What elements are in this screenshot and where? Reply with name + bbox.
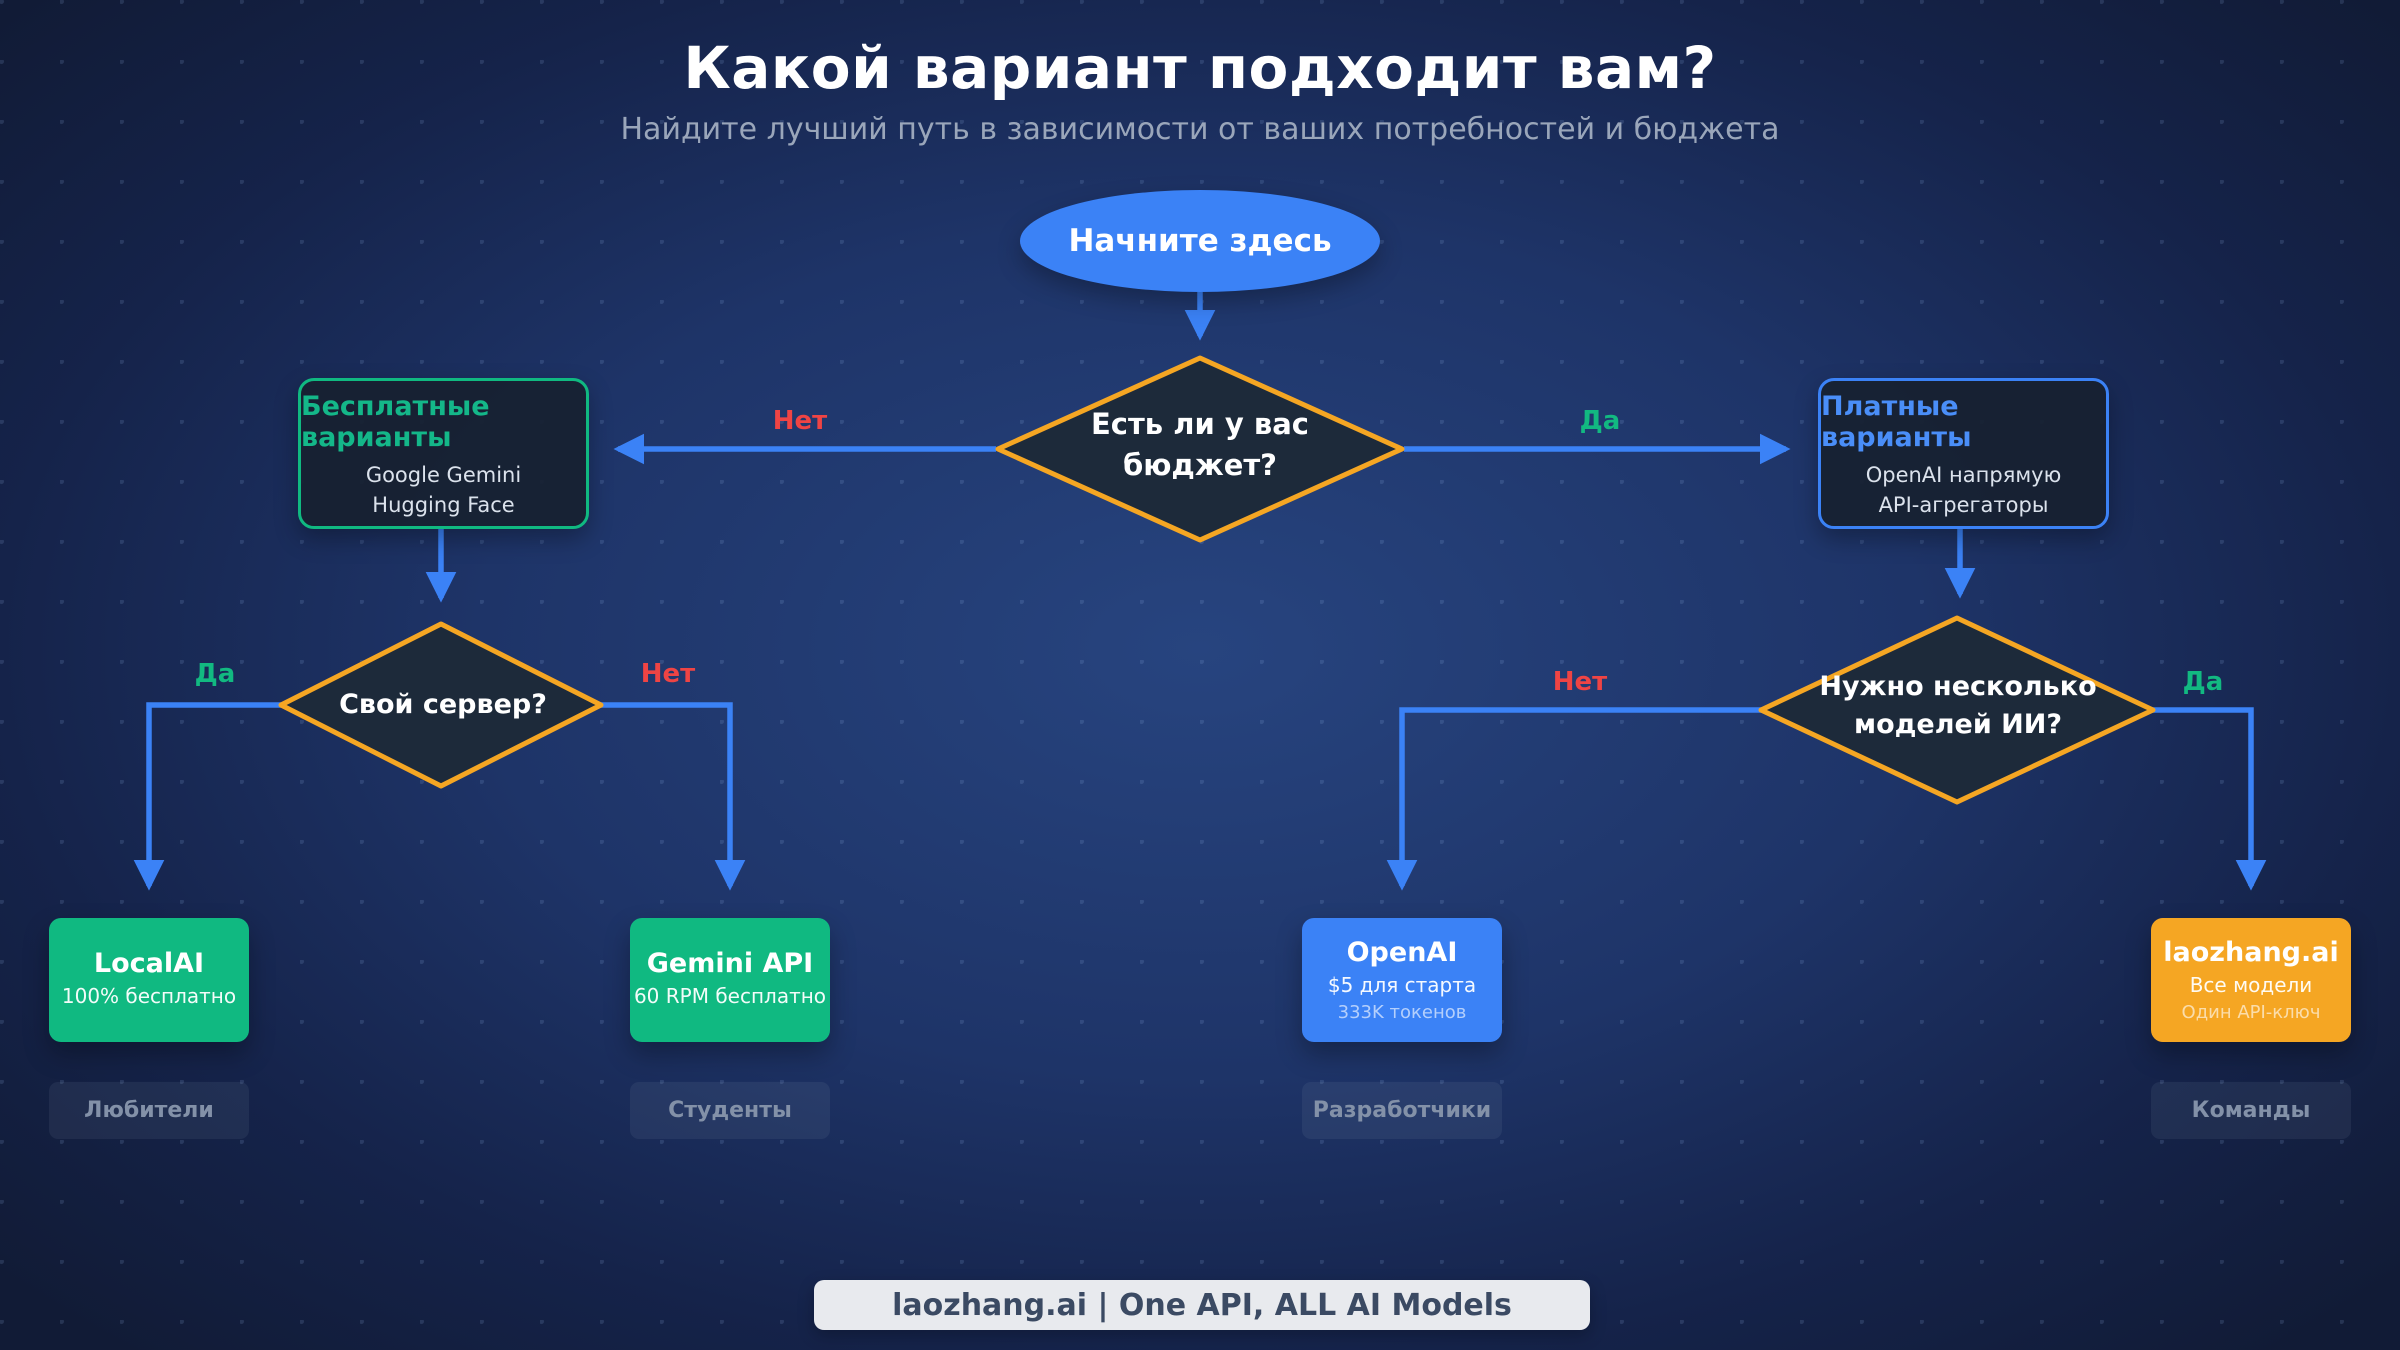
result-detail: 333K токенов	[1337, 1002, 1467, 1023]
audience-tag-developers: Разработчики	[1302, 1082, 1502, 1139]
decision-models-label: Нужно несколько моделей ИИ?	[1798, 668, 2118, 744]
decision-budget-line1: Есть ли у вас	[1090, 407, 1309, 441]
connector-models-yes	[2152, 707, 2267, 891]
result-subtitle: 100% бесплатно	[61, 983, 237, 1008]
edge-label-server-no: Нет	[640, 659, 696, 689]
audience-tag-students: Студенты	[630, 1082, 830, 1139]
paid-option-item: API-агрегаторы	[1878, 492, 2049, 517]
result-title: laozhang.ai	[2163, 937, 2339, 968]
paid-options-box: Платные варианты OpenAI напрямую API-агр…	[1818, 378, 2109, 529]
start-node: Начните здесь	[1020, 190, 1380, 292]
audience-tag-hobbyists: Любители	[49, 1082, 249, 1139]
decision-budget-label: Есть ли у вас бюджет?	[1040, 404, 1360, 485]
footer-banner: laozhang.ai | One API, ALL AI Models	[814, 1280, 1590, 1330]
free-option-item: Hugging Face	[372, 492, 515, 517]
edge-label-models-no: Нет	[1552, 667, 1608, 697]
result-box-localai: LocalAI 100% бесплатно	[49, 918, 249, 1042]
edge-label-budget-yes: Да	[1579, 406, 1621, 436]
decision-models-line1: Нужно несколько	[1819, 671, 2097, 702]
result-box-gemini-api: Gemini API 60 RPM бесплатно	[630, 918, 830, 1042]
result-title: OpenAI	[1346, 937, 1458, 968]
free-options-title: Бесплатные варианты	[301, 390, 490, 453]
decision-models-diamond	[1758, 615, 2156, 805]
free-option-item: Google Gemini	[365, 462, 522, 487]
footer-banner-text: laozhang.ai | One API, ALL AI Models	[892, 1287, 1512, 1323]
decision-models-line2: моделей ИИ?	[1854, 708, 2062, 740]
connector-server-no	[594, 702, 746, 891]
edge-label-models-yes: Да	[2182, 667, 2224, 697]
paid-option-item: OpenAI напрямую	[1865, 462, 2062, 487]
decision-server-label: Свой сервер?	[293, 686, 593, 724]
result-title: Gemini API	[646, 947, 814, 979]
result-detail: Один API-ключ	[2181, 1002, 2321, 1023]
decision-budget-diamond	[995, 355, 1405, 543]
decision-budget-line2: бюджет?	[1122, 447, 1278, 482]
start-node-label: Начните здесь	[1068, 223, 1332, 259]
decision-server-diamond	[278, 621, 604, 789]
result-title: LocalAI	[93, 947, 205, 979]
page-subtitle: Найдите лучший путь в зависимости от ваш…	[620, 112, 1780, 147]
edge-label-budget-no: Нет	[772, 406, 828, 436]
result-box-openai: OpenAI $5 для старта 333K токенов	[1302, 918, 1502, 1042]
decision-server-line1: Свой сервер?	[339, 689, 547, 720]
connector-models-no	[1386, 707, 1762, 891]
free-options-box: Бесплатные варианты Google Gemini Huggin…	[298, 378, 589, 529]
edge-label-server-yes: Да	[194, 659, 236, 689]
result-subtitle: 60 RPM бесплатно	[633, 983, 827, 1008]
connector-server-yes	[133, 702, 288, 891]
result-subtitle: $5 для старта	[1327, 973, 1477, 997]
audience-tag-teams: Команды	[2151, 1082, 2351, 1139]
paid-options-title: Платные варианты	[1821, 390, 1972, 453]
result-subtitle: Все модели	[2189, 973, 2313, 997]
result-box-laozhang: laozhang.ai Все модели Один API-ключ	[2151, 918, 2351, 1042]
page-title: Какой вариант подходит вам?	[683, 34, 1717, 102]
